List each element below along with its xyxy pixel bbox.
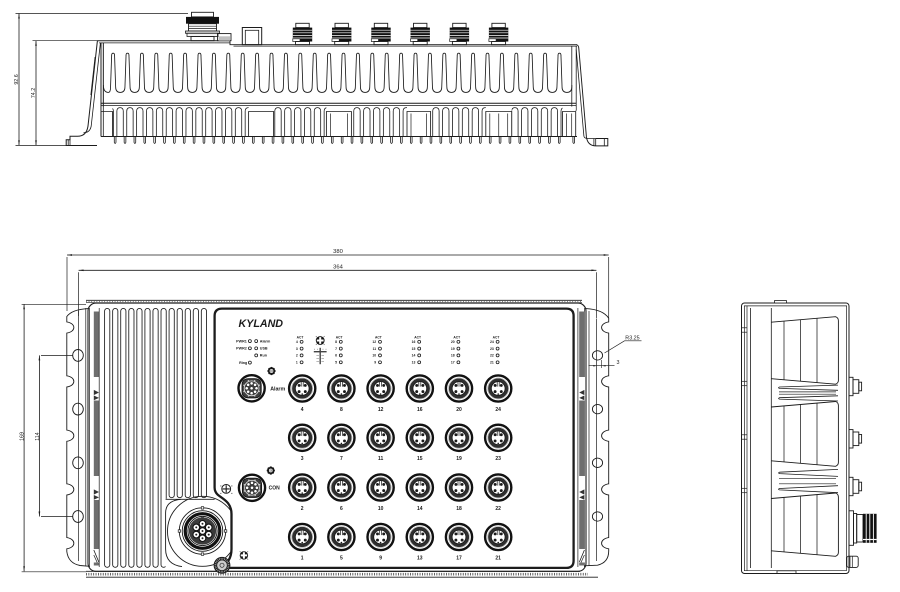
svg-text:4: 4 xyxy=(301,407,304,413)
svg-text:Ring: Ring xyxy=(239,361,247,365)
svg-text:CON: CON xyxy=(269,486,281,492)
svg-text:15: 15 xyxy=(417,456,423,462)
svg-text:10: 10 xyxy=(372,354,376,358)
svg-text:21: 21 xyxy=(490,361,494,365)
svg-text:Run: Run xyxy=(260,354,268,358)
svg-text:6: 6 xyxy=(340,506,343,512)
svg-text:14: 14 xyxy=(417,506,423,512)
svg-text:3: 3 xyxy=(617,360,620,366)
svg-text:18: 18 xyxy=(456,506,462,512)
svg-text:19: 19 xyxy=(456,456,462,462)
svg-text:19: 19 xyxy=(451,347,455,351)
svg-text:14: 14 xyxy=(412,354,416,358)
svg-text:22: 22 xyxy=(490,354,494,358)
svg-text:15: 15 xyxy=(412,347,416,351)
svg-text:20: 20 xyxy=(451,340,455,344)
svg-text:380: 380 xyxy=(333,249,343,255)
svg-text:ACT: ACT xyxy=(414,335,421,339)
svg-text:9: 9 xyxy=(379,555,382,561)
svg-text:R3.25: R3.25 xyxy=(625,335,639,341)
svg-text:13: 13 xyxy=(417,555,423,561)
svg-text:USB: USB xyxy=(260,347,268,351)
svg-text:24: 24 xyxy=(490,340,494,344)
svg-text:169: 169 xyxy=(19,432,25,441)
svg-text:3: 3 xyxy=(296,347,298,351)
svg-text:17: 17 xyxy=(451,361,455,365)
svg-text:Alarm: Alarm xyxy=(270,386,285,392)
svg-text:10: 10 xyxy=(378,506,384,512)
svg-text:6: 6 xyxy=(335,354,337,358)
svg-text:7: 7 xyxy=(340,456,343,462)
svg-text:5: 5 xyxy=(335,361,337,365)
svg-text:5: 5 xyxy=(340,555,343,561)
svg-text:16: 16 xyxy=(412,340,416,344)
svg-text:ACT: ACT xyxy=(336,335,343,339)
svg-text:Alarm: Alarm xyxy=(260,339,271,343)
svg-text:23: 23 xyxy=(490,347,494,351)
svg-text:PWR1: PWR1 xyxy=(236,339,247,343)
svg-text:13: 13 xyxy=(412,361,416,365)
svg-text:8: 8 xyxy=(335,340,337,344)
svg-text:114: 114 xyxy=(35,432,41,440)
svg-text:7: 7 xyxy=(335,347,337,351)
svg-text:74.2: 74.2 xyxy=(31,88,37,98)
svg-text:9: 9 xyxy=(374,361,376,365)
svg-text:18: 18 xyxy=(451,354,455,358)
svg-text:364: 364 xyxy=(333,265,343,271)
svg-text:4: 4 xyxy=(296,340,298,344)
svg-text:12: 12 xyxy=(372,340,376,344)
svg-text:2: 2 xyxy=(301,506,304,512)
svg-text:1: 1 xyxy=(301,555,304,561)
svg-text:17: 17 xyxy=(456,555,462,561)
svg-text:16: 16 xyxy=(417,407,423,413)
svg-text:ACT: ACT xyxy=(493,335,500,339)
svg-text:ACT: ACT xyxy=(453,335,460,339)
svg-text:ACT: ACT xyxy=(375,335,382,339)
svg-text:1: 1 xyxy=(296,361,298,365)
svg-text:22: 22 xyxy=(495,506,501,512)
svg-text:20: 20 xyxy=(456,407,462,413)
svg-text:PWR2: PWR2 xyxy=(236,347,247,351)
svg-text:11: 11 xyxy=(378,456,384,462)
svg-text:23: 23 xyxy=(495,456,501,462)
svg-text:21: 21 xyxy=(495,555,501,561)
svg-text:KYLAND: KYLAND xyxy=(239,318,284,330)
svg-text:8: 8 xyxy=(340,407,343,413)
svg-text:24: 24 xyxy=(495,407,501,413)
svg-text:12: 12 xyxy=(378,407,384,413)
svg-text:3: 3 xyxy=(301,456,304,462)
svg-text:92.6: 92.6 xyxy=(14,74,20,84)
svg-text:ACT: ACT xyxy=(297,335,304,339)
svg-text:11: 11 xyxy=(373,347,377,351)
svg-text:2: 2 xyxy=(296,354,298,358)
